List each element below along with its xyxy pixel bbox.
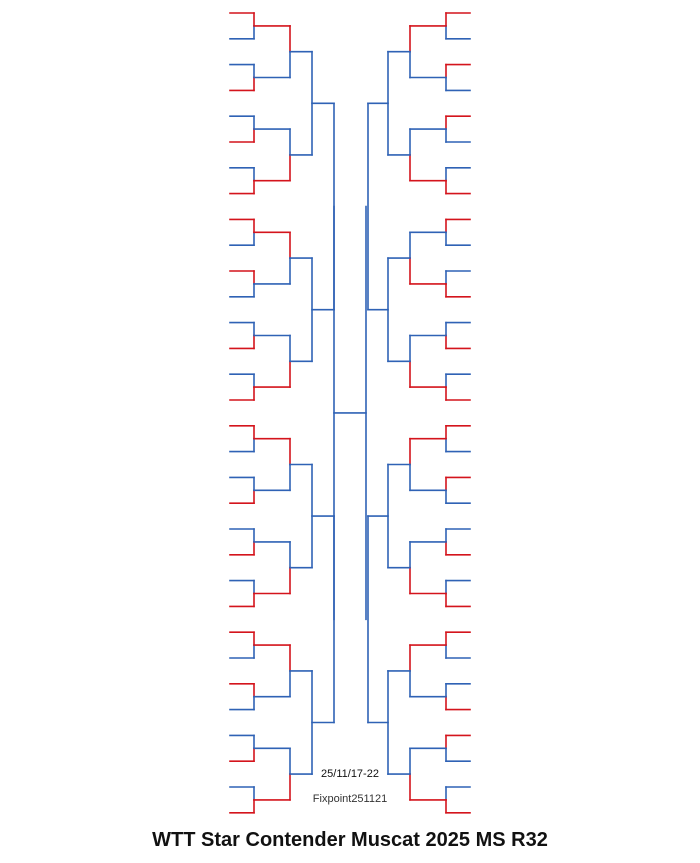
left-half-bracket [229, 12, 335, 814]
center-connector [333, 205, 367, 621]
credit-text: Fixpoint251121 [313, 793, 387, 805]
bracket-title: WTT Star Contender Muscat 2025 MS R32 [152, 829, 548, 851]
right-half-bracket [367, 12, 471, 814]
event-dates: 25/11/17-22 [321, 768, 379, 780]
